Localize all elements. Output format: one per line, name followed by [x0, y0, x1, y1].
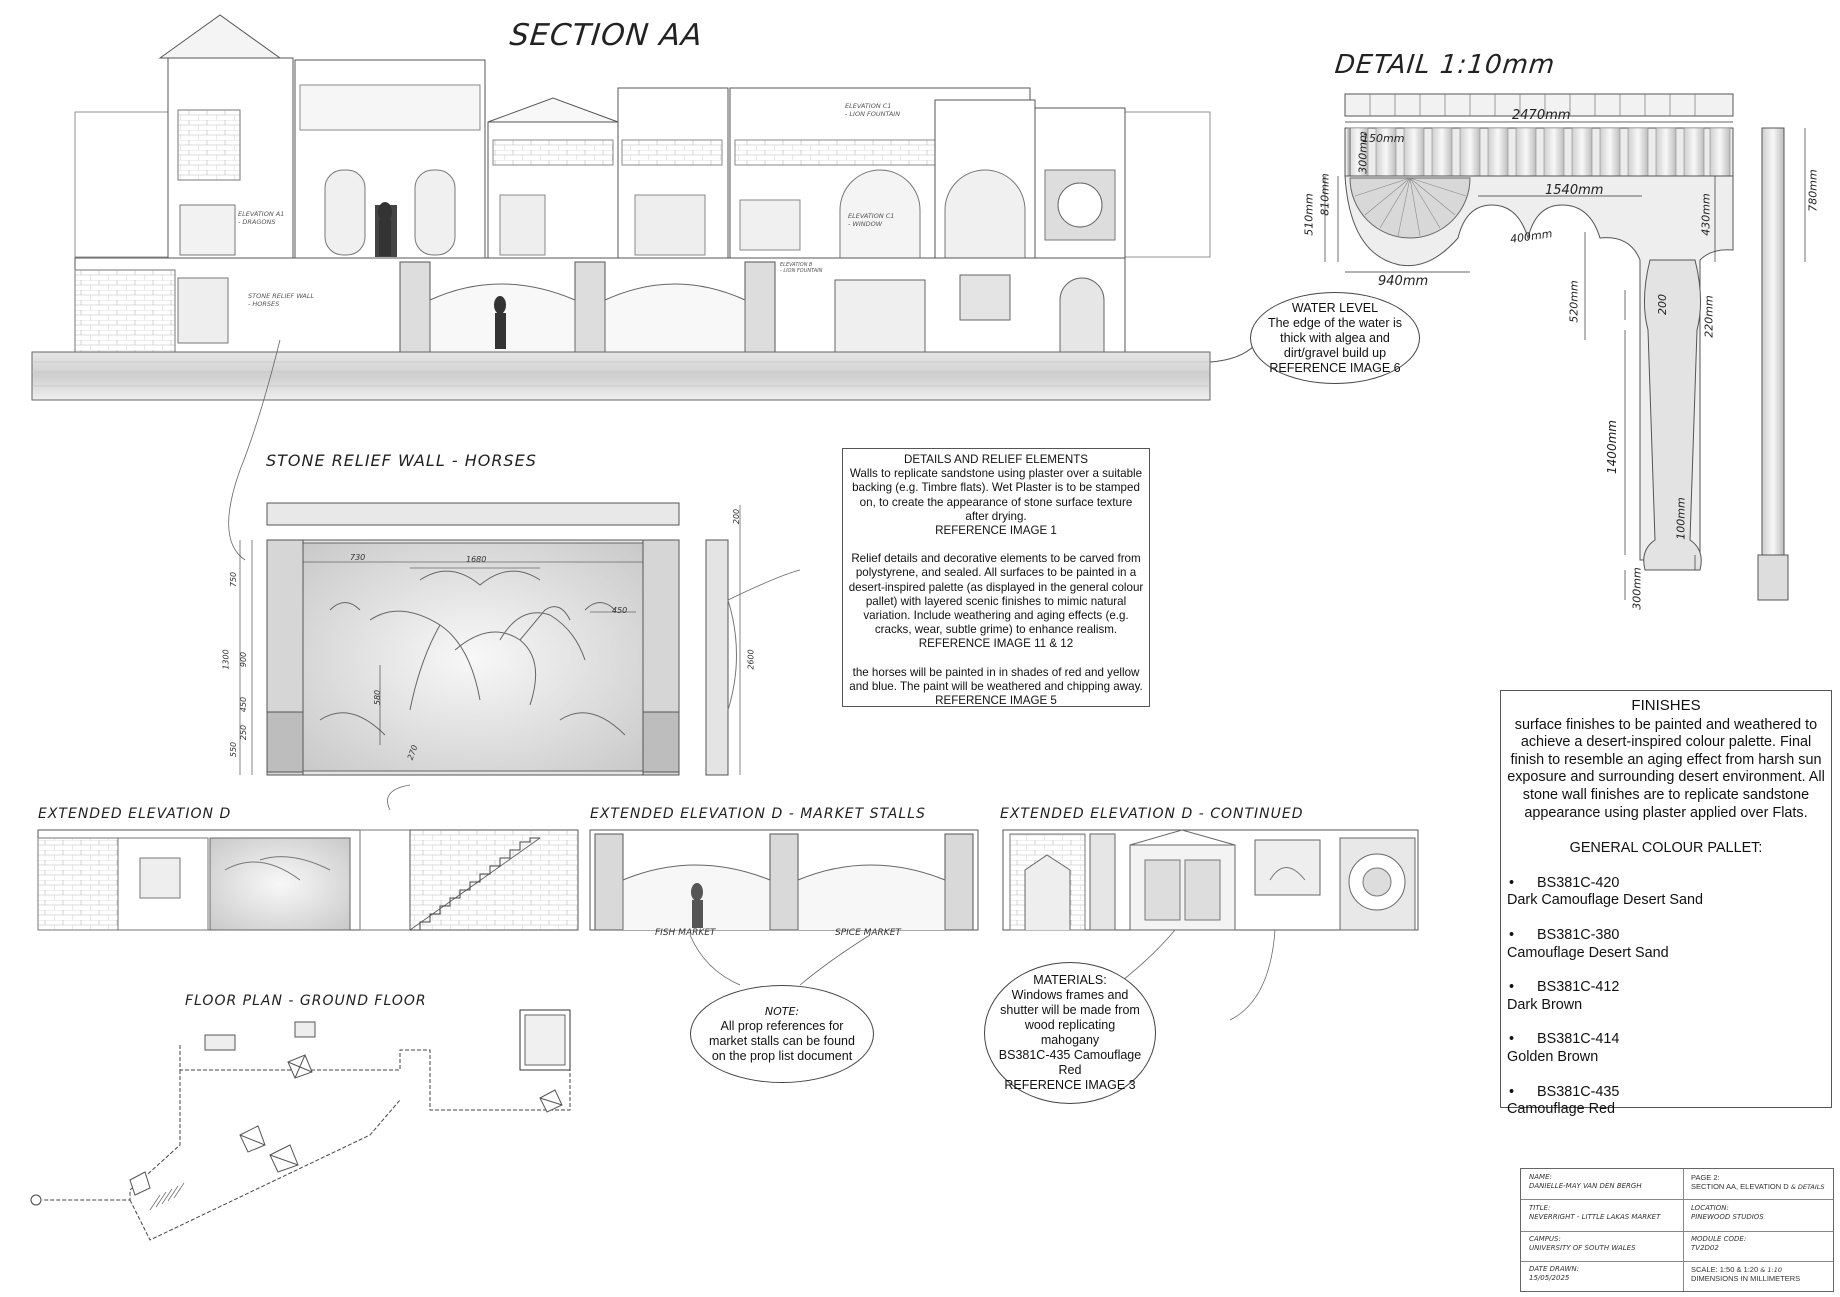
- title-block-row-line: [1521, 1199, 1833, 1200]
- tb-module-value: TV2D02: [1691, 1244, 1719, 1252]
- relief-dim-1680: 1680: [466, 555, 487, 564]
- tb-scale-value: SCALE: 1:50 & 1:20 & 1:10: [1691, 1265, 1782, 1275]
- materials-line: REFERENCE IMAGE 3: [1004, 1078, 1136, 1092]
- section-aa-drawing: [31, 14, 1256, 561]
- detail-drawing: [1324, 93, 1806, 601]
- water-level-line: REFERENCE IMAGE 6: [1269, 360, 1401, 375]
- tb-module-label: MODULE CODE:: [1691, 1235, 1747, 1243]
- note-line: market stalls can be found: [709, 1034, 855, 1048]
- materials-line: BS381C-435 Camouflage: [998, 1048, 1142, 1062]
- tb-location-label: LOCATION:: [1691, 1204, 1729, 1212]
- colour-pallet-heading: GENERAL COLOUR PALLET:: [1569, 840, 1763, 857]
- details-ref-2: REFERENCE IMAGE 11 & 12: [918, 637, 1074, 651]
- detail-dim-width: 2470mm: [1512, 108, 1571, 123]
- tb-title-label: TITLE:: [1529, 1204, 1551, 1212]
- title-block-row-line: [1521, 1261, 1833, 1262]
- tb-date-label: DATE DRAWN:: [1529, 1265, 1580, 1273]
- materials-callout: MATERIALS: Windows frames and shutter wi…: [984, 962, 1156, 1104]
- tb-page-label: PAGE 2:: [1691, 1173, 1720, 1182]
- tb-location-value: PINEWOOD STUDIOS: [1691, 1213, 1764, 1221]
- title-block-divider: [1683, 1169, 1684, 1291]
- extended-elevations-drawing: [37, 784, 1419, 1021]
- water-level-line: thick with algea and: [1280, 330, 1390, 345]
- ext-elevation-d-title: EXTENDED ELEVATION D: [38, 806, 232, 822]
- colour-code: BS381C-435: [1507, 1084, 1825, 1102]
- spice-market-label: SPICE MARKET: [835, 928, 901, 938]
- colour-name: Camouflage Desert Sand: [1507, 944, 1669, 961]
- detail-dim-940: 940mm: [1378, 274, 1429, 289]
- note-line: All prop references for: [720, 1019, 844, 1033]
- tb-page-extra: & DETAILS: [1790, 1183, 1825, 1191]
- tb-scale-extra: & 1:10: [1760, 1266, 1782, 1274]
- note-title: NOTE:: [764, 1005, 800, 1018]
- water-level-title: WATER LEVEL: [1291, 300, 1379, 315]
- detail-dim-1540: 1540mm: [1545, 183, 1604, 198]
- colour-code: BS381C-412: [1507, 979, 1825, 997]
- colour-item: BS381C-420 Dark Camouflage Desert Sand: [1507, 875, 1825, 910]
- ext-elevation-d-cont-title: EXTENDED ELEVATION D - CONTINUED: [1000, 806, 1304, 822]
- colour-item: BS381C-380 Camouflage Desert Sand: [1507, 927, 1825, 962]
- title-block-row-line: [1521, 1231, 1833, 1232]
- floor-plan-title: FLOOR PLAN - GROUND FLOOR: [185, 993, 427, 1009]
- relief-dim-450: 450: [612, 606, 628, 615]
- materials-line: Red: [1058, 1063, 1082, 1077]
- details-heading: DETAILS AND RELIEF ELEMENTS: [903, 453, 1089, 466]
- details-ref-1: REFERENCE IMAGE 1: [935, 524, 1057, 538]
- materials-line: mahogany: [1040, 1033, 1100, 1047]
- label-stone-relief: STONE RELIEF WALL - HORSES: [248, 292, 315, 308]
- colour-name: Dark Camouflage Desert Sand: [1507, 892, 1703, 909]
- materials-title: MATERIALS:: [1033, 973, 1107, 987]
- title-block: NAME: DANIELLE-MAY VAN DEN BERGH PAGE 2:…: [1520, 1168, 1834, 1292]
- label-elevation-a: ELEVATION A1 - DRAGONS: [238, 210, 285, 226]
- water-level-callout: WATER LEVEL The edge of the water is thi…: [1250, 292, 1420, 384]
- tb-campus-value: UNIVERSITY OF SOUTH WALES: [1529, 1244, 1636, 1252]
- colour-name: Golden Brown: [1507, 1048, 1599, 1065]
- colour-item: BS381C-435 Camouflage Red: [1507, 1084, 1825, 1119]
- finishes-box: FINISHES surface finishes to be painted …: [1500, 690, 1832, 1117]
- ext-elevation-d-market-title: EXTENDED ELEVATION D - MARKET STALLS: [590, 806, 926, 822]
- colour-code: BS381C-414: [1507, 1031, 1825, 1049]
- stone-relief-title: STONE RELIEF WALL - HORSES: [266, 451, 537, 470]
- colour-code: BS381C-420: [1507, 875, 1825, 893]
- colour-name: Dark Brown: [1507, 996, 1583, 1013]
- details-relief-box: DETAILS AND RELIEF ELEMENTS Walls to rep…: [842, 448, 1150, 707]
- label-elevation-c-window: ELEVATION C1 - WINDOW: [848, 212, 895, 228]
- details-para-3: the horses will be painted in in shades …: [849, 665, 1143, 693]
- note-callout: NOTE: All prop references for market sta…: [690, 985, 874, 1083]
- detail-dim-150: 150mm: [1362, 132, 1405, 145]
- colour-name: Camouflage Red: [1507, 1101, 1615, 1118]
- fish-market-label: FISH MARKET: [655, 928, 716, 938]
- tb-name-value: DANIELLE-MAY VAN DEN BERGH: [1529, 1182, 1642, 1190]
- colour-item: BS381C-414 Golden Brown: [1507, 1031, 1825, 1066]
- materials-line: wood replicating: [1024, 1018, 1116, 1032]
- tb-title-value: NEVERRIGHT - LITTLE LAKAS MARKET: [1529, 1213, 1661, 1221]
- tb-date-value: 15/05/2025: [1529, 1274, 1570, 1282]
- tb-dims-value: DIMENSIONS IN MILLIMETERS: [1691, 1274, 1801, 1283]
- label-elevation-c-lion: ELEVATION C1 - LION FOUNTAIN: [845, 102, 901, 118]
- tb-page-value-text: SECTION AA, ELEVATION D: [1691, 1182, 1789, 1191]
- colour-code: BS381C-380: [1507, 927, 1825, 945]
- materials-line: Windows frames and: [1011, 988, 1129, 1002]
- tb-page-value: SECTION AA, ELEVATION D & DETAILS: [1691, 1182, 1825, 1192]
- relief-dim-730: 730: [350, 553, 366, 562]
- stone-relief-drawing: [239, 502, 801, 776]
- colour-item: BS381C-412 Dark Brown: [1507, 979, 1825, 1014]
- details-para-1: Walls to replicate sandstone using plast…: [849, 467, 1143, 523]
- note-line: on the prop list document: [711, 1049, 853, 1063]
- tb-scale-text: SCALE: 1:50 & 1:20: [1691, 1265, 1759, 1274]
- details-para-2: Relief details and decorative elements t…: [848, 552, 1144, 637]
- finishes-heading: FINISHES: [1631, 697, 1701, 714]
- finishes-text: surface finishes to be painted and weath…: [1507, 716, 1825, 821]
- water-level-line: dirt/gravel build up: [1283, 345, 1387, 360]
- materials-line: shutter will be made from: [1000, 1003, 1140, 1017]
- tb-campus-label: CAMPUS:: [1529, 1235, 1561, 1243]
- tb-name-label: NAME:: [1529, 1173, 1552, 1181]
- label-elevation-b: ELEVATION B - LION FOUNTAIN: [780, 262, 823, 274]
- water-level-line: The edge of the water is: [1267, 315, 1403, 330]
- details-ref-3: REFERENCE IMAGE 5: [935, 694, 1057, 708]
